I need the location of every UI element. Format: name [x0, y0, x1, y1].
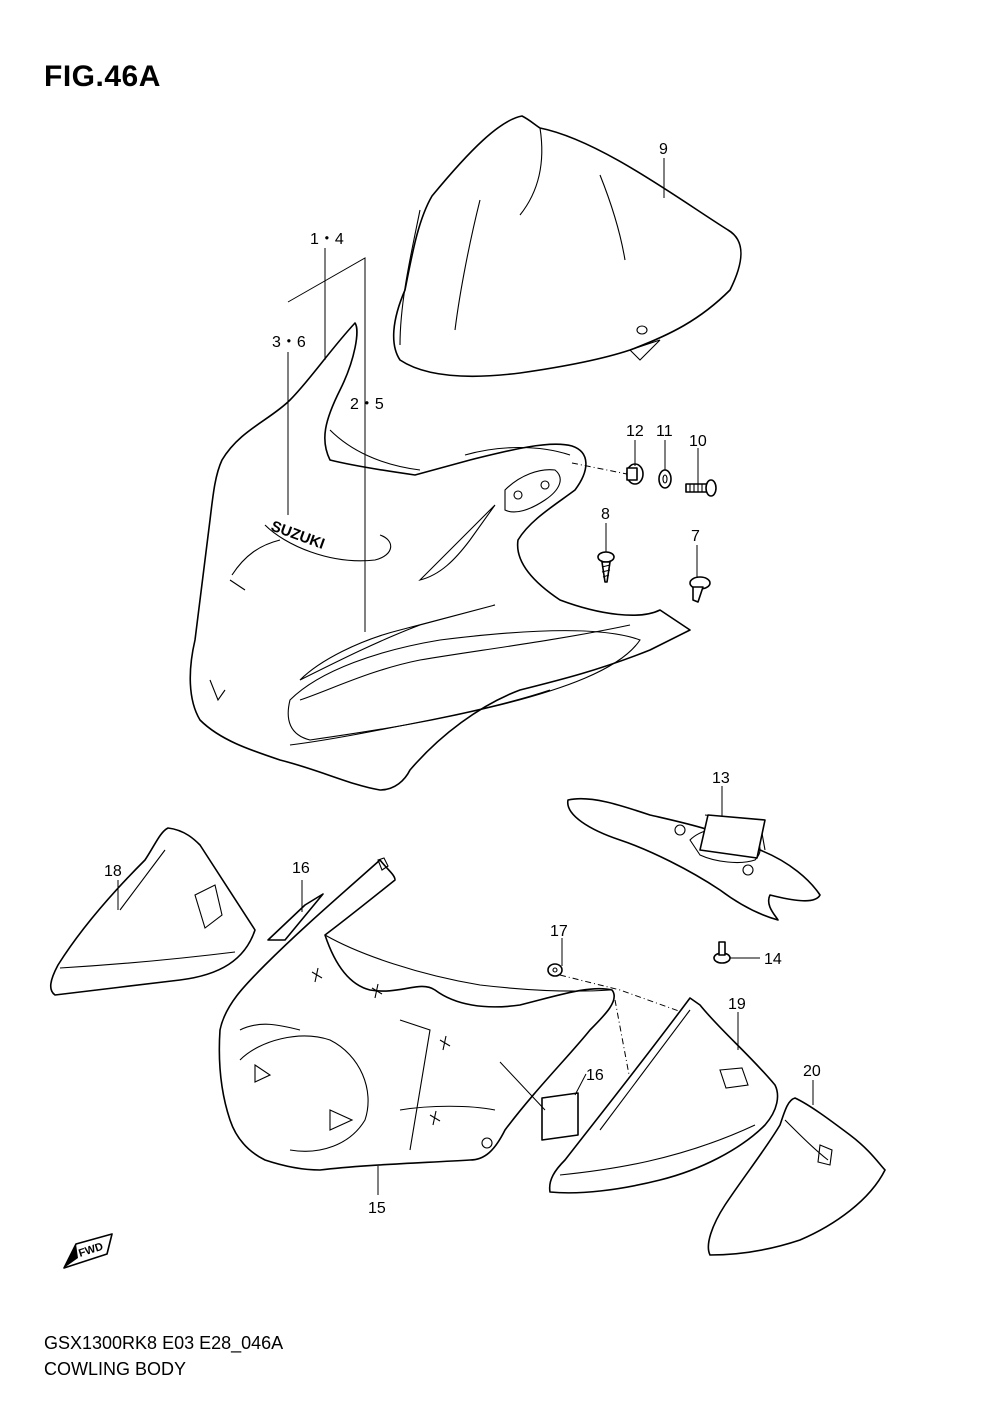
bolt-part-14	[713, 941, 731, 964]
callout-15: 15	[368, 1200, 386, 1217]
callout-16-upper: 16	[292, 860, 310, 877]
callout-8: 8	[601, 506, 610, 523]
bolt-part-10	[685, 479, 717, 497]
side-panel-part-19	[548, 997, 779, 1194]
callout-2-5: 2・5	[350, 396, 384, 413]
inner-panel-part-13	[567, 797, 821, 921]
model-code-line: GSX1300RK8 E03 E28_046A	[44, 1333, 284, 1353]
side-panel-part-20	[707, 1097, 886, 1256]
callout-16-lower: 16	[586, 1067, 604, 1084]
side-panel-part-18	[49, 827, 256, 996]
callout-18: 18	[104, 863, 122, 880]
callout-19: 19	[728, 996, 746, 1013]
callout-13: 13	[712, 770, 730, 787]
figure-title: FIG.46A	[44, 60, 161, 93]
callout-14: 14	[764, 951, 782, 968]
callout-7: 7	[691, 528, 700, 545]
screw-part-8	[597, 551, 615, 583]
collar-part-12	[626, 463, 644, 485]
callout-labels: 1・4 3・6 2・5 9 12 11 10 8 7 13 14 18 16 1…	[104, 141, 821, 1217]
leader-lines	[117, 158, 814, 1195]
section-title-line: COWLING BODY	[44, 1359, 187, 1379]
callout-10: 10	[689, 433, 707, 450]
callout-9: 9	[659, 141, 668, 158]
seal-part-16-upper	[267, 893, 324, 941]
windscreen-part-9	[392, 115, 742, 378]
screw-part-7	[689, 576, 711, 603]
callout-20: 20	[803, 1063, 821, 1080]
callout-11: 11	[656, 423, 673, 440]
washer-part-11	[658, 469, 672, 489]
upper-cowl-assembly: SUZUKI	[189, 322, 691, 791]
callout-12: 12	[626, 423, 644, 440]
forward-direction-badge: FWD	[63, 1233, 113, 1269]
clip-part-17	[547, 963, 563, 977]
callout-1-4: 1・4	[310, 231, 344, 248]
callout-17: 17	[550, 923, 568, 940]
seal-part-16-lower	[541, 1092, 579, 1141]
callout-3-6: 3・6	[272, 334, 306, 351]
